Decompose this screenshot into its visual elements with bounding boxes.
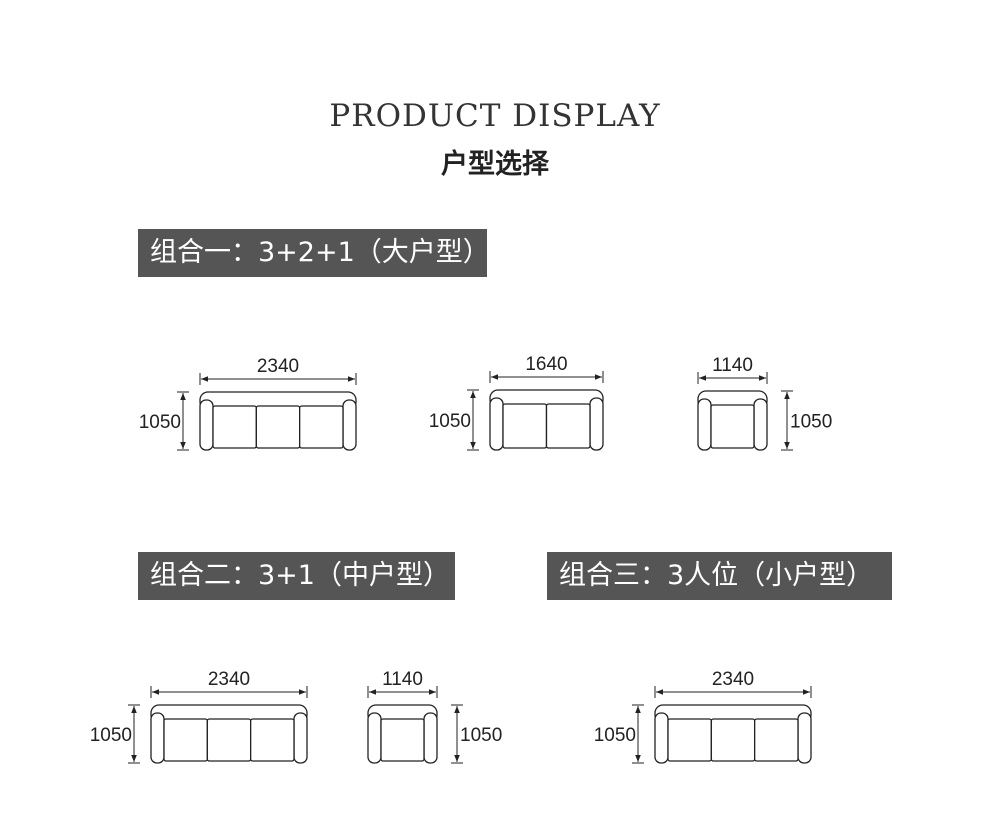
sofa-seat-cushion [255, 405, 301, 449]
width-label: 2340 [712, 669, 754, 690]
sofa-seat-cushion [502, 403, 548, 449]
sofa-arm-left [654, 712, 669, 764]
title-chinese: 户型选择 [441, 149, 549, 180]
sofa-seat-cushion [250, 718, 295, 762]
sofa-arm-right [293, 712, 308, 764]
depth-label: 1050 [429, 411, 471, 432]
width-label: 2340 [208, 669, 250, 690]
sofa-arm-right [797, 712, 812, 764]
width-label: 1640 [525, 354, 567, 375]
depth-label: 1050 [594, 725, 636, 746]
sofa-single-seat-g2-2: 1140 1050 [367, 669, 502, 764]
sofa-arm-right [589, 397, 604, 451]
sofa-arm-right [753, 398, 768, 451]
sofa-seat-cushion [163, 718, 208, 762]
sofa-seat-cushion [206, 718, 252, 762]
title-english: PRODUCT DISPLAY [329, 98, 661, 134]
depth-label: 1050 [139, 412, 181, 433]
sofa-seat-cushion [710, 404, 755, 449]
sofa-arm-left [489, 397, 504, 451]
sofa-seat-cushion [545, 403, 591, 449]
sofa-seat-cushion [754, 718, 799, 762]
group-1-banner: 组合一：3+2+1（大户型） [138, 229, 490, 277]
group-2-banner: 组合二：3+1（中户型） [138, 552, 455, 600]
sofa-arm-left [367, 712, 382, 764]
sofa-three-seat-g1-1: 2340 1050 [139, 356, 357, 451]
group-3-banner: 组合三：3人位（小户型） [547, 552, 892, 600]
sofa-arm-left [199, 399, 214, 451]
width-label: 1140 [382, 669, 423, 690]
sofa-seat-cushion [380, 718, 425, 762]
sofa-two-seat-g1-2: 1640 1050 [429, 354, 604, 451]
sofa-arm-left [697, 398, 712, 451]
sofa-seat-cushion [667, 718, 712, 762]
sofa-single-seat-g1-3: 1140 1050 [697, 355, 832, 451]
depth-label: 1050 [790, 412, 832, 433]
sofa-arm-left [150, 712, 165, 764]
sofa-arm-right [342, 399, 357, 451]
depth-label: 1050 [460, 725, 502, 746]
sofa-seat-cushion [212, 405, 257, 449]
depth-label: 1050 [90, 725, 132, 746]
width-label: 2340 [257, 356, 299, 377]
sofa-seat-cushion [710, 718, 756, 762]
width-label: 1140 [712, 355, 753, 376]
sofa-arm-right [423, 712, 438, 764]
sofa-three-seat-g3-1: 2340 1050 [594, 669, 812, 764]
sofa-seat-cushion [299, 405, 344, 449]
sofa-three-seat-g2-1: 2340 1050 [90, 669, 308, 764]
